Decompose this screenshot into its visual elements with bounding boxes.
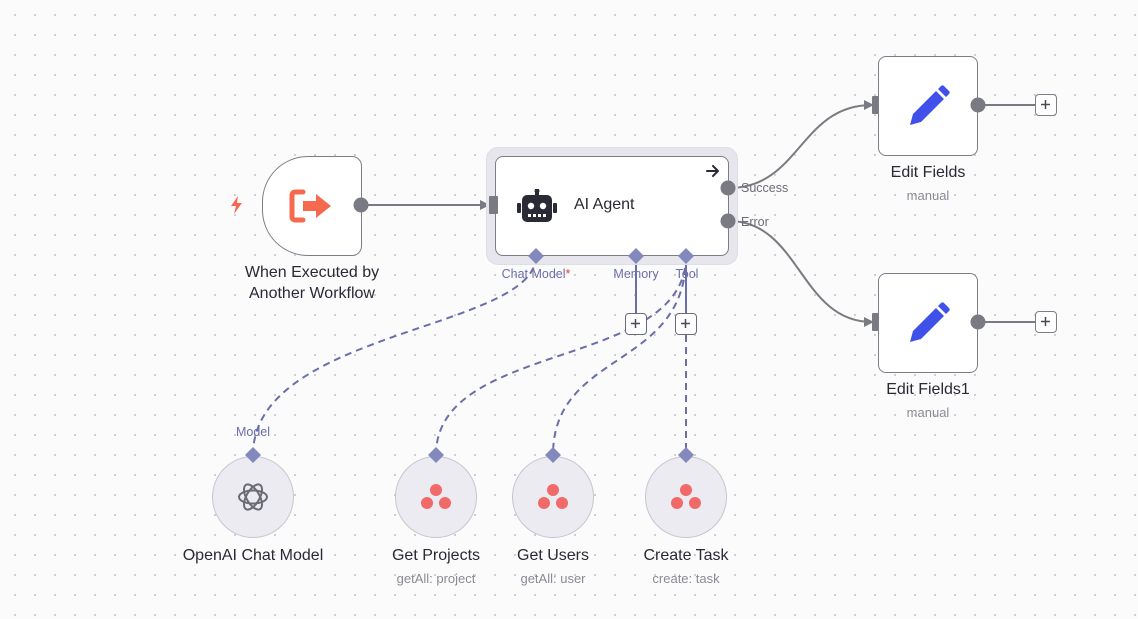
pencil-icon	[910, 302, 950, 342]
get-projects-subtitle: getAll: project	[396, 571, 476, 586]
openai-logo-icon	[238, 483, 268, 511]
arrow-right-icon[interactable]	[706, 164, 720, 178]
plus-icon	[681, 319, 690, 328]
create-task-tool-port[interactable]	[677, 446, 695, 464]
get-projects-title: Get Projects	[391, 547, 481, 564]
add-node-after-edit-fields-button[interactable]	[1035, 94, 1057, 116]
get-users-title: Get Users	[516, 547, 590, 564]
edit-fields1-output-handle[interactable]	[970, 314, 986, 330]
plus-icon	[1041, 100, 1050, 109]
arrowhead	[480, 200, 490, 210]
edit-fields-node[interactable]	[878, 56, 978, 156]
openai-model-port[interactable]	[244, 446, 262, 464]
plus-icon	[631, 319, 640, 328]
get-projects-tool-port[interactable]	[427, 446, 445, 464]
get-users-node[interactable]	[512, 456, 594, 538]
edit-fields1-title: Edit Fields1	[886, 381, 970, 398]
agent-input-handle[interactable]	[489, 196, 499, 214]
connection-chat-model-to-openai[interactable]	[252, 255, 537, 456]
ai-agent-title: AI Agent	[574, 196, 635, 213]
chat-model-port-label: Chat Model*	[501, 267, 571, 281]
create-task-title: Create Task	[643, 547, 729, 564]
trigger-node-title-line1: When Executed by	[244, 264, 380, 281]
agent-error-output-handle[interactable]	[720, 213, 736, 229]
asana-logo-icon	[421, 484, 451, 509]
edit-fields1-subtitle: manual	[906, 405, 950, 420]
tool-port[interactable]	[677, 247, 695, 265]
model-port-label: Model	[235, 425, 271, 439]
add-tool-button[interactable]	[675, 313, 697, 335]
connection-tool-to-get-users[interactable]	[552, 255, 687, 456]
error-output-label: Error	[741, 215, 769, 229]
asana-logo-icon	[671, 484, 701, 509]
edit-fields1-node[interactable]	[878, 273, 978, 373]
arrowhead	[864, 100, 874, 110]
memory-port[interactable]	[627, 247, 645, 265]
trigger-node-title-line2: Another Workflow	[249, 285, 375, 302]
connection-success-to-edit-fields[interactable]	[728, 104, 873, 189]
robot-icon	[517, 189, 557, 222]
pencil-icon	[910, 85, 950, 125]
success-output-label: Success	[741, 181, 789, 195]
create-task-subtitle: create: task	[652, 571, 720, 586]
add-node-after-edit-fields1-button[interactable]	[1035, 311, 1057, 333]
connection-error-to-edit-fields1[interactable]	[728, 220, 873, 323]
edit-fields-output-handle[interactable]	[970, 97, 986, 113]
get-users-subtitle: getAll: user	[520, 571, 586, 586]
trigger-node[interactable]	[262, 156, 362, 256]
lightning-bolt-icon	[231, 196, 242, 214]
trigger-output-handle[interactable]	[353, 197, 369, 213]
create-task-node[interactable]	[645, 456, 727, 538]
arrowhead	[864, 317, 874, 327]
edit-fields-subtitle: manual	[906, 188, 950, 203]
get-projects-node[interactable]	[395, 456, 477, 538]
edit-fields-title: Edit Fields	[890, 164, 966, 181]
sign-out-arrow-icon	[289, 189, 331, 223]
connection-tool-to-get-projects[interactable]	[435, 255, 687, 456]
tool-port-label: Tool	[675, 267, 699, 281]
memory-port-label: Memory	[613, 267, 659, 281]
asana-logo-icon	[538, 484, 568, 509]
openai-chat-model-node[interactable]	[212, 456, 294, 538]
get-users-tool-port[interactable]	[544, 446, 562, 464]
plus-icon	[1041, 317, 1050, 326]
chat-model-port[interactable]	[527, 247, 545, 265]
agent-success-output-handle[interactable]	[720, 180, 736, 196]
openai-chat-model-title: OpenAI Chat Model	[182, 547, 324, 564]
add-memory-button[interactable]	[625, 313, 647, 335]
